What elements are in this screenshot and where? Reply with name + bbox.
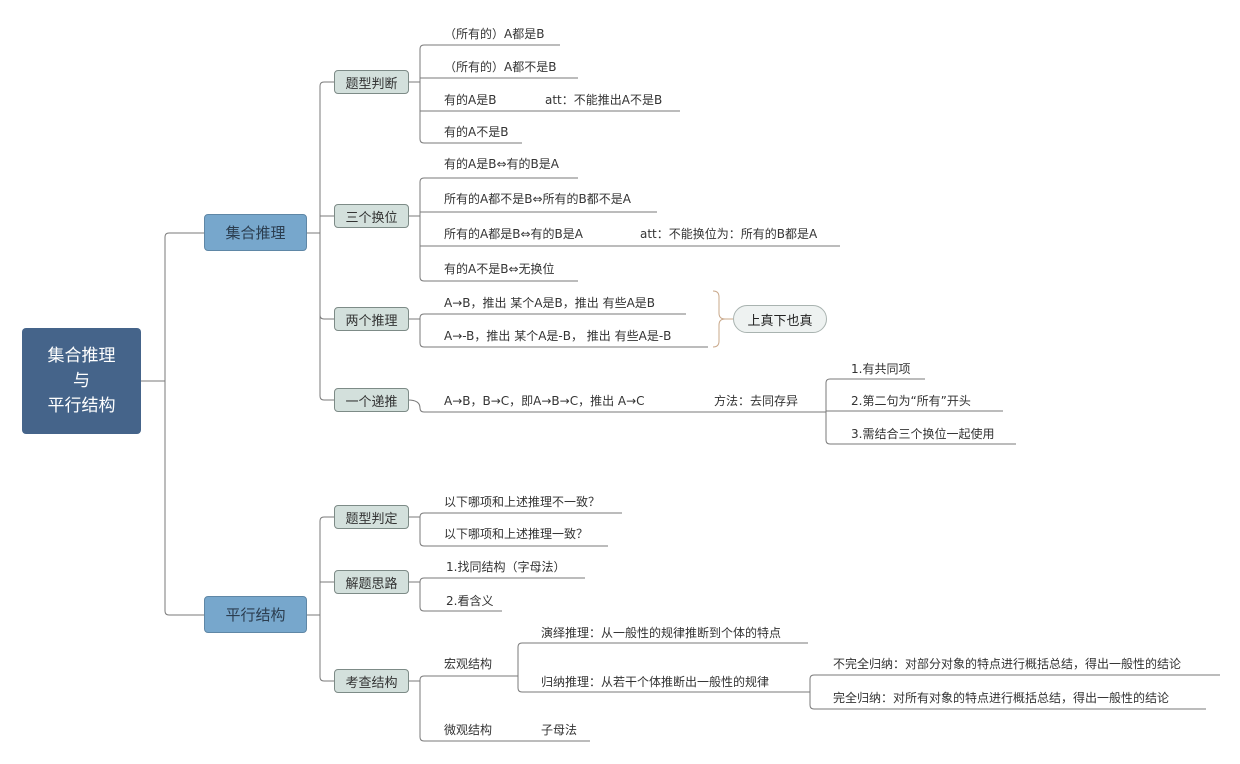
sub-node-type-determination[interactable]: 题型判定 <box>334 505 409 529</box>
leaf[interactable]: 有的A不是B⇔无换位 <box>444 262 555 276</box>
leaf[interactable]: 有的A是B⇔有的B是A <box>444 157 559 171</box>
leaf[interactable]: 2.第二句为“所有”开头 <box>851 394 971 408</box>
sub-node-structure[interactable]: 考查结构 <box>334 669 409 693</box>
leaf[interactable]: 3.需结合三个换位一起使用 <box>851 427 995 441</box>
leaf-note[interactable]: att：不能推出A不是B <box>545 93 663 107</box>
leaf[interactable]: 有的A不是B <box>444 125 509 139</box>
leaf[interactable]: 1.找同结构（字母法） <box>446 560 566 574</box>
leaf[interactable]: 归纳推理：从若干个体推断出一般性的规律 <box>541 675 770 689</box>
sub-node-type-judgment[interactable]: 题型判断 <box>334 70 409 94</box>
leaf[interactable]: A→B，B→C，即A→B→C，推出 A→C <box>444 394 645 408</box>
root-node[interactable]: 集合推理 与 平行结构 <box>22 328 141 434</box>
leaf[interactable]: 2.看含义 <box>446 594 494 608</box>
sub-node-approach[interactable]: 解题思路 <box>334 570 409 594</box>
leaf[interactable]: （所有的）A都是B <box>444 27 545 41</box>
main-node-set-reasoning[interactable]: 集合推理 <box>204 214 307 251</box>
leaf[interactable]: A→-B，推出 某个A是-B， 推出 有些A是-B <box>444 329 672 343</box>
leaf[interactable]: 所有的A都不是B⇔所有的B都不是A <box>444 192 631 206</box>
leaf[interactable]: 演绎推理：从一般性的规律推断到个体的特点 <box>541 626 782 640</box>
sub-node-conversions[interactable]: 三个换位 <box>334 204 409 228</box>
leaf[interactable]: 以下哪项和上述推理一致？ <box>444 527 589 541</box>
leaf[interactable]: 1.有共同项 <box>851 362 911 376</box>
leaf[interactable]: 所有的A都是B⇔有的B是A <box>444 227 583 241</box>
sub-node-two-inferences[interactable]: 两个推理 <box>334 307 409 331</box>
leaf-macro[interactable]: 宏观结构 <box>444 657 493 671</box>
leaf-micro[interactable]: 微观结构 <box>444 723 493 737</box>
leaf[interactable]: 子母法 <box>541 723 578 737</box>
leaf[interactable]: 不完全归纳：对部分对象的特点进行概括总结，得出一般性的结论 <box>833 657 1182 671</box>
leaf[interactable]: 有的A是B <box>444 93 497 107</box>
sub-node-chain[interactable]: 一个递推 <box>334 388 409 412</box>
leaf-method[interactable]: 方法：去同存异 <box>714 394 799 408</box>
leaf[interactable]: 以下哪项和上述推理不一致？ <box>444 495 601 509</box>
leaf-note[interactable]: att：不能换位为：所有的B都是A <box>640 227 818 241</box>
leaf[interactable]: A→B，推出 某个A是B，推出 有些A是B <box>444 296 656 310</box>
root-line-2: 与 <box>73 370 90 391</box>
main-node-parallel-structure[interactable]: 平行结构 <box>204 596 307 633</box>
leaf[interactable]: （所有的）A都不是B <box>444 60 557 74</box>
summary-node[interactable]: 上真下也真 <box>733 305 827 333</box>
root-line-1: 集合推理 <box>47 345 116 366</box>
root-line-3: 平行结构 <box>47 395 116 416</box>
leaf[interactable]: 完全归纳：对所有对象的特点进行概括总结，得出一般性的结论 <box>833 691 1170 705</box>
